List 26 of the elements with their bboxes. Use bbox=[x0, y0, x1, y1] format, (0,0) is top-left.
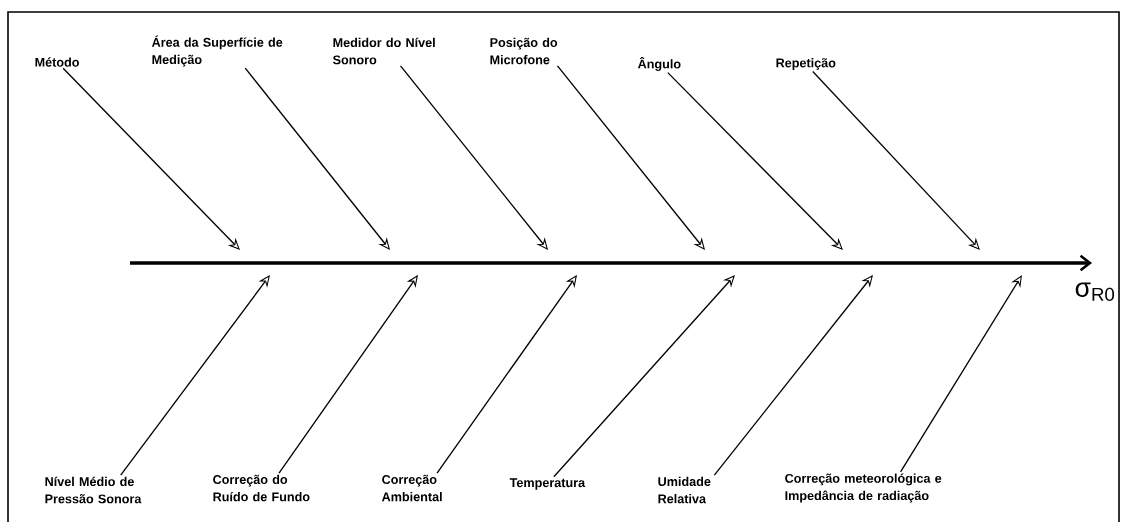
arrow bbox=[667, 71, 843, 250]
cause-label: Temperatura bbox=[509, 478, 586, 490]
arrow bbox=[556, 65, 705, 250]
effect-label: σ$_{R0}$ bbox=[1075, 282, 1115, 301]
cause-label: Ângulo bbox=[637, 57, 681, 71]
arrow bbox=[713, 275, 873, 476]
arrow bbox=[244, 67, 390, 250]
cause-label: Repetição bbox=[776, 58, 836, 70]
cause-label: Nível Médio de Pressão Sonora bbox=[45, 476, 142, 504]
arrow bbox=[120, 275, 270, 476]
cause-label: Medidor do Nível Sonoro bbox=[332, 37, 435, 65]
cause-label: Posição do Microfone bbox=[490, 37, 558, 65]
cause-label: Umidade Relativa bbox=[658, 476, 711, 504]
cause-label: Correção Ambiental bbox=[381, 474, 442, 502]
cause-label: Correção meteorológica e Impedância de radiação bbox=[785, 473, 942, 503]
arrow bbox=[399, 65, 548, 250]
arrow bbox=[553, 275, 735, 478]
cause-label: Correção do Ruído de Fundo bbox=[213, 474, 310, 502]
arrow bbox=[436, 275, 577, 474]
cause-label: Área da Superfície de Medição bbox=[151, 35, 283, 67]
cause-label: Método bbox=[35, 57, 79, 67]
arrow bbox=[899, 275, 1022, 473]
arrow bbox=[812, 70, 980, 250]
spine-arrow bbox=[130, 254, 1093, 272]
arrow bbox=[278, 275, 418, 474]
arrow bbox=[62, 67, 240, 250]
